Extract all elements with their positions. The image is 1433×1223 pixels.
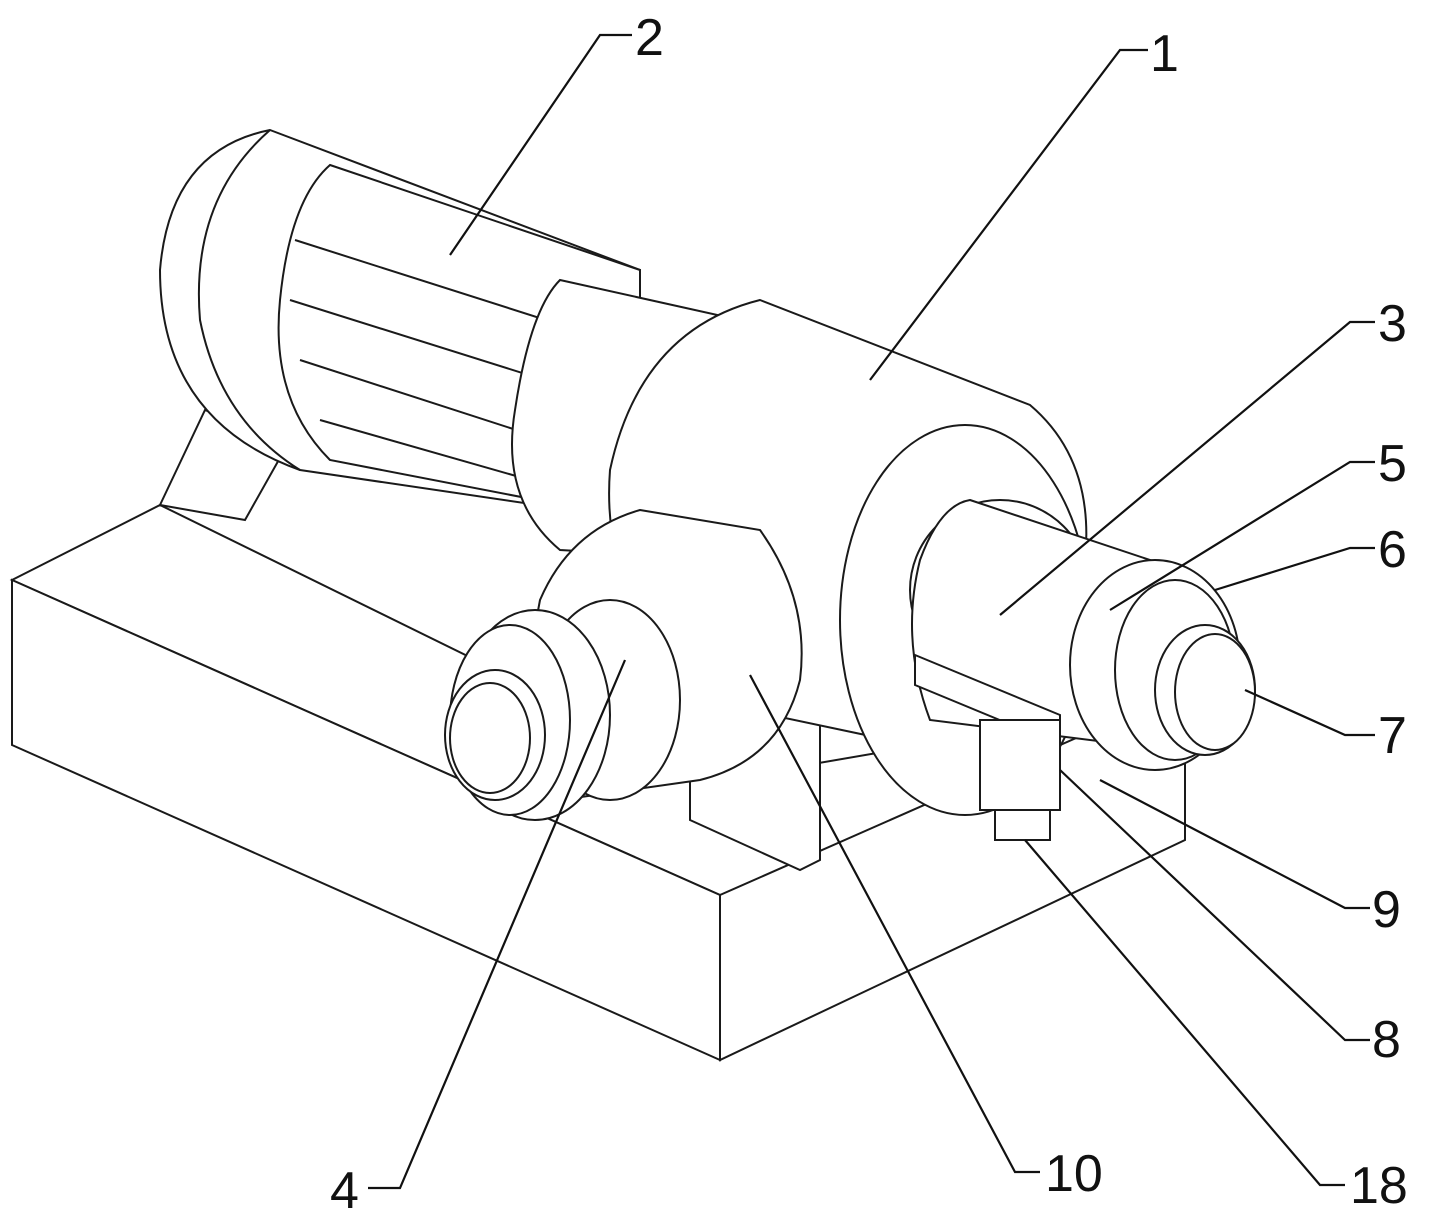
label-8: 8 — [1372, 1014, 1401, 1066]
label-18: 18 — [1350, 1160, 1408, 1212]
label-9: 9 — [1372, 884, 1401, 936]
label-1: 1 — [1150, 28, 1179, 80]
label-3: 3 — [1378, 298, 1407, 350]
label-2: 2 — [635, 12, 664, 64]
label-7: 7 — [1378, 710, 1407, 762]
label-6: 6 — [1378, 524, 1407, 576]
label-10: 10 — [1045, 1148, 1103, 1200]
label-4: 4 — [330, 1165, 359, 1217]
label-5: 5 — [1378, 438, 1407, 490]
